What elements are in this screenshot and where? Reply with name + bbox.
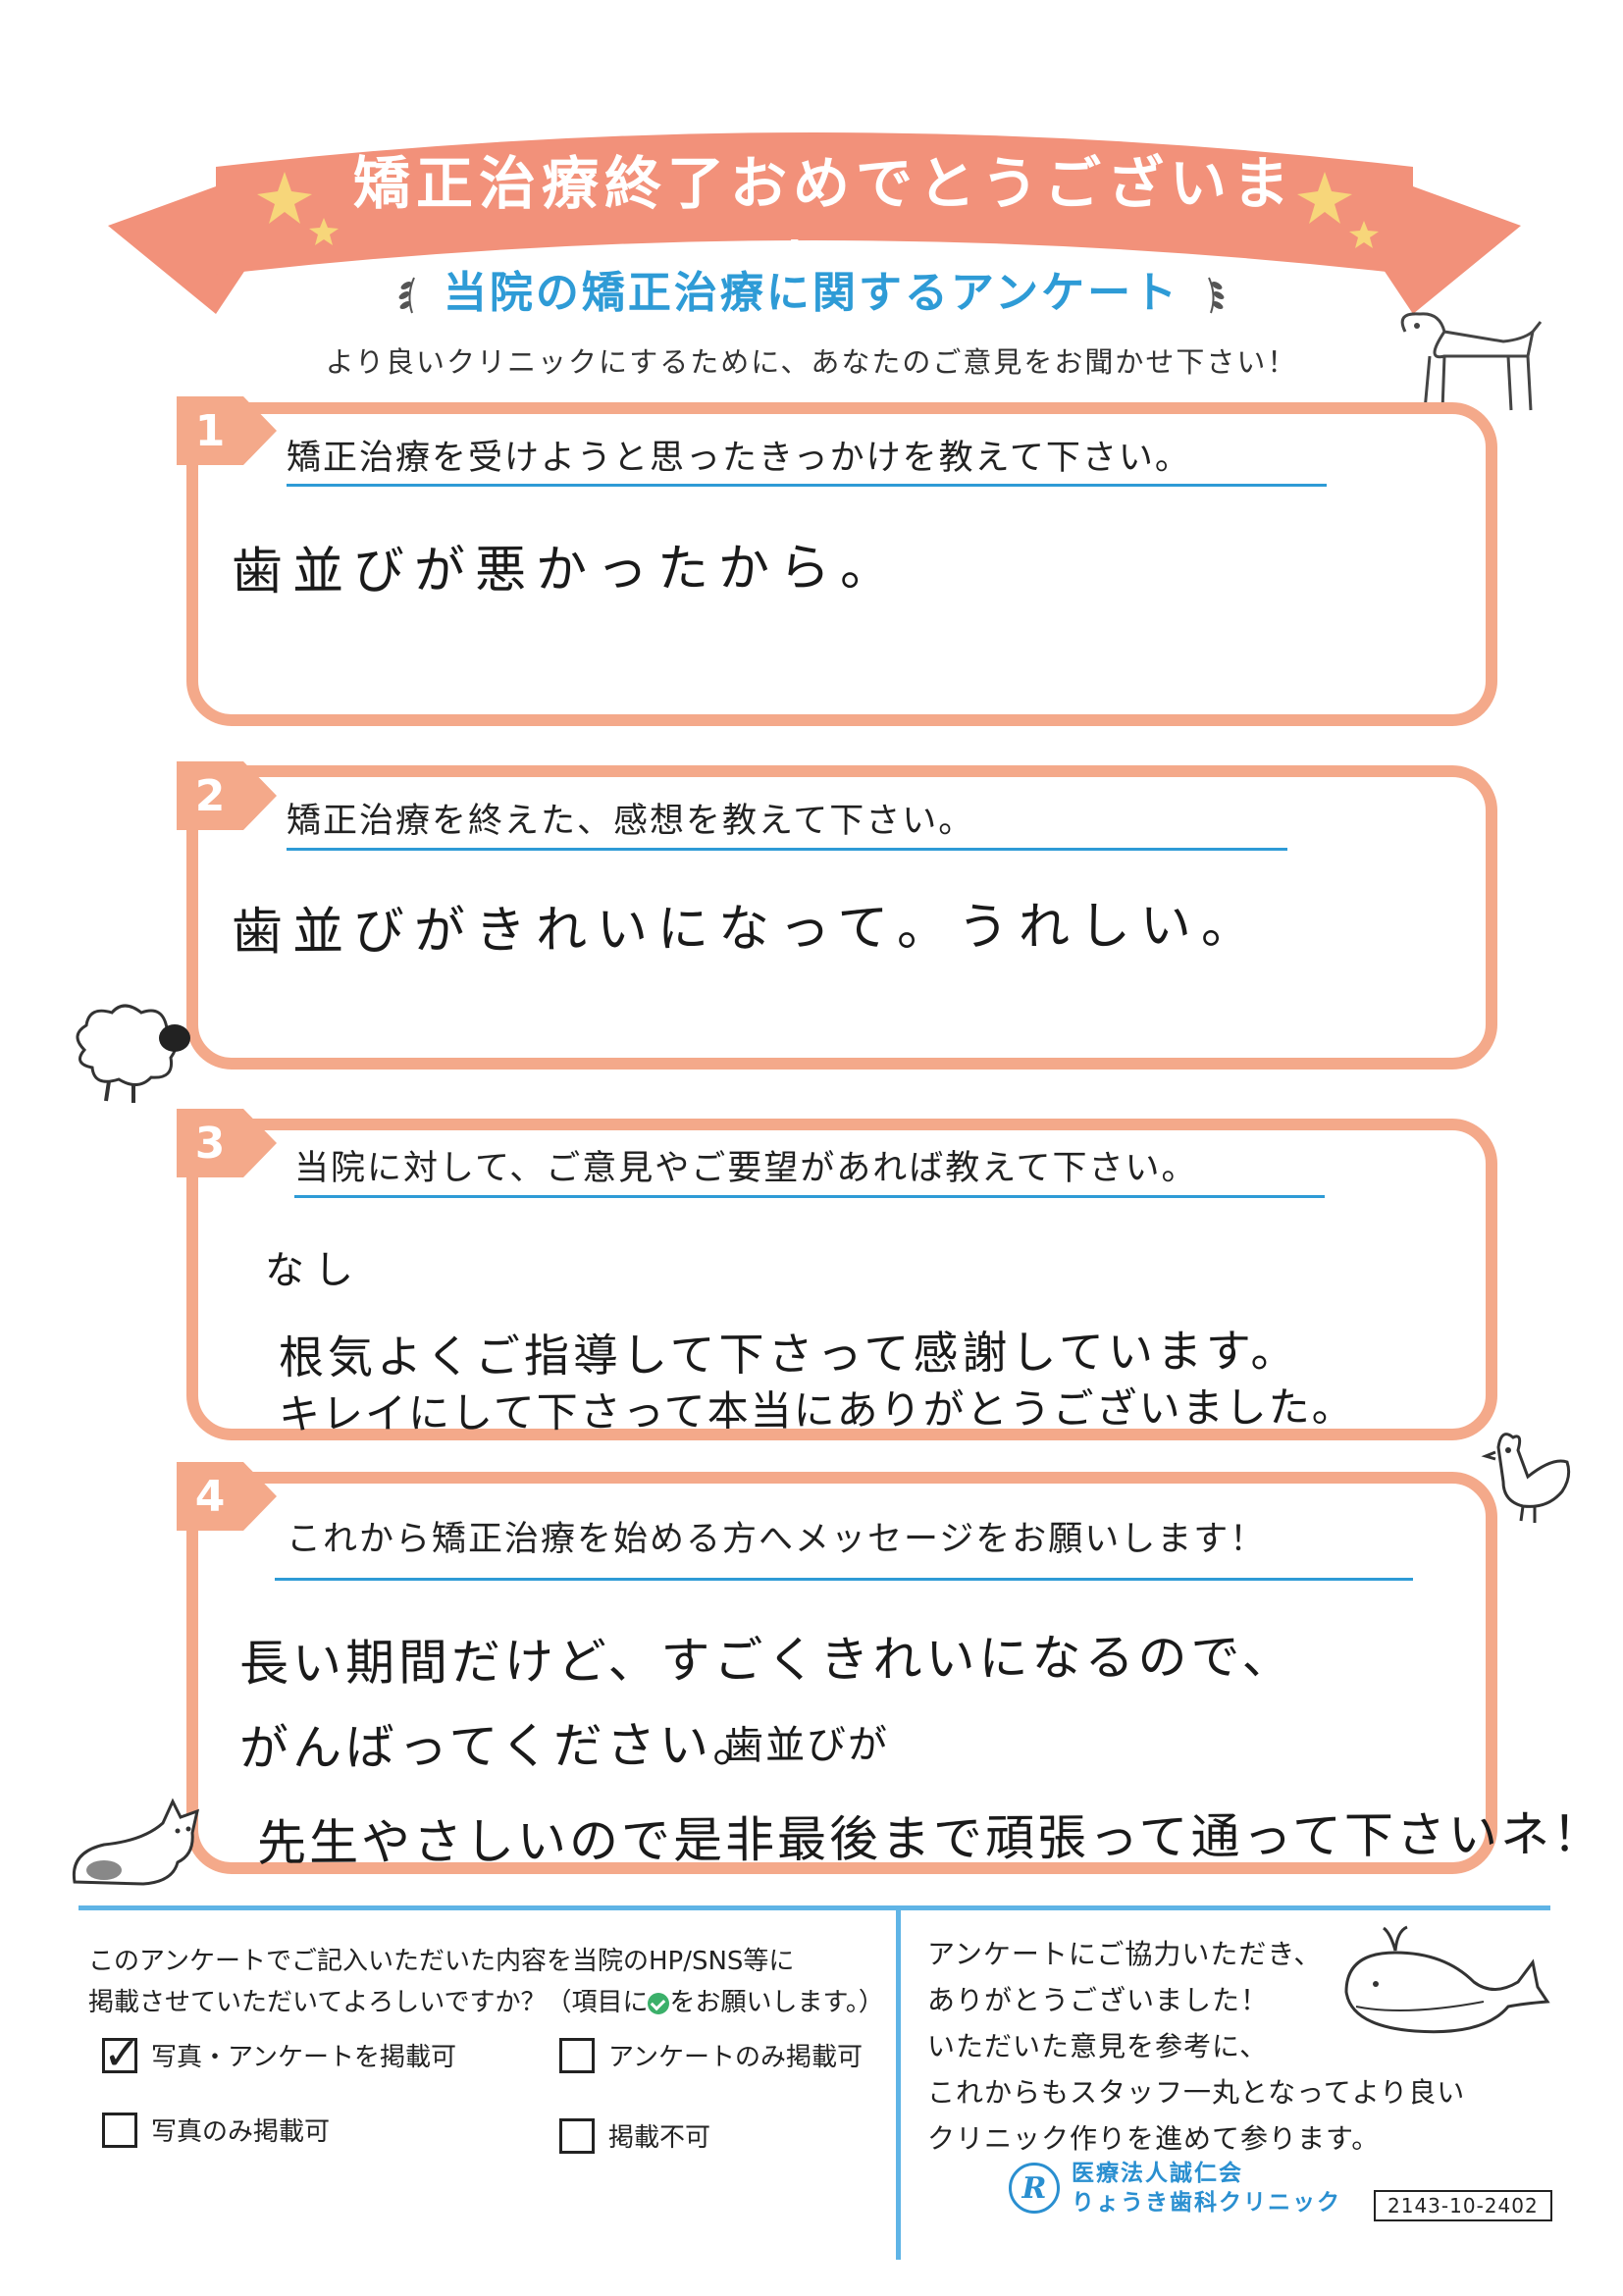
clinic-logo-icon: R xyxy=(1009,2163,1060,2214)
laurel-sprig-icon xyxy=(398,277,415,314)
question-3-answer-line3: キレイにして下さって本当にありがとうございました。 xyxy=(278,1383,1355,1438)
question-2-underline xyxy=(287,848,1287,851)
clinic-name: りょうき歯科クリニック xyxy=(1072,2189,1341,2216)
question-4-answer-insert: 歯並びが xyxy=(723,1722,890,1769)
star-icon xyxy=(1297,172,1352,224)
banner-ribbon xyxy=(108,132,1521,314)
survey-intro: より良いクリニックにするために、あなたのご意見をお聞かせ下さい！ xyxy=(325,345,1298,379)
checkbox-survey-only[interactable] xyxy=(559,2037,595,2073)
bottom-divider-horizontal xyxy=(79,1905,1550,1910)
option-photo-only[interactable]: 写真のみ掲載可 xyxy=(102,2112,330,2148)
survey-title: 当院の矯正治療に関するアンケート xyxy=(0,257,1623,320)
cat-illustration-icon xyxy=(72,1798,200,1886)
option-label: 写真・アンケートを掲載可 xyxy=(151,2043,456,2072)
checkmark-icon: ✓ xyxy=(103,2026,141,2080)
clinic-names: 医療法人誠仁会 りょうき歯科クリニック xyxy=(1072,2159,1341,2218)
question-3-text: 当院に対して、ご意見やご要望があれば教えて下さい。 xyxy=(294,1149,1198,1188)
hen-illustration-icon xyxy=(1481,1433,1571,1523)
question-3-answer-line1: なし xyxy=(264,1247,364,1294)
question-1-box xyxy=(186,402,1497,726)
question-4-answer-line1: 長い期間だけど、すごくきれいになるので、 xyxy=(238,1628,1295,1693)
thanks-line: いただいた意見を参考に、 xyxy=(927,2030,1269,2062)
checkbox-photo-only[interactable] xyxy=(102,2112,137,2148)
question-1-underline xyxy=(287,484,1327,487)
form-code: 2143-10-2402 xyxy=(1374,2190,1552,2221)
thanks-line: ありがとうございました！ xyxy=(927,1984,1270,2016)
question-1-answer: 歯並びが悪かったから。 xyxy=(231,538,902,602)
banner-title: 矯正治療終了おめでとうございます！ xyxy=(352,150,1295,299)
option-label: アンケートのみ掲載可 xyxy=(608,2043,863,2072)
clinic-corporation-name: 医療法人誠仁会 xyxy=(1072,2160,1243,2186)
question-3-box xyxy=(186,1119,1497,1440)
question-4-box xyxy=(186,1472,1497,1874)
question-4-answer-line2: がんばってください。 xyxy=(238,1716,766,1777)
thanks-line: アンケートにご協力いただき、 xyxy=(927,1938,1323,1970)
question-2-text: 矯正治療を終えた、感想を教えて下さい。 xyxy=(287,802,975,841)
star-icon xyxy=(257,172,312,224)
question-2-box xyxy=(186,765,1497,1070)
option-photo-and-survey[interactable]: ✓ 写真・アンケートを掲載可 xyxy=(102,2027,456,2080)
star-icon xyxy=(1349,221,1379,248)
star-icon xyxy=(309,218,339,245)
question-1-number: 1 xyxy=(177,396,277,465)
question-4-answer-line3: 先生やさしいので是非最後まで頑張って通って下さいネ！ xyxy=(256,1805,1605,1872)
option-label: 掲載不可 xyxy=(608,2123,711,2153)
option-no-publish[interactable]: 掲載不可 xyxy=(559,2117,710,2154)
consent-line-2: 掲載させていただいてよろしいですか？（項目にをお願いします。） xyxy=(88,1988,884,2017)
question-1-text: 矯正治療を受けようと思ったきっかけを教えて下さい。 xyxy=(287,439,1191,478)
question-3-underline xyxy=(294,1195,1325,1198)
option-survey-only[interactable]: アンケートのみ掲載可 xyxy=(559,2037,863,2073)
question-4-underline xyxy=(275,1578,1413,1581)
thanks-line: これからもスタッフ一丸となってより良い xyxy=(927,2076,1466,2109)
question-2-number: 2 xyxy=(177,761,277,830)
whale-illustration-icon xyxy=(1344,1925,1550,2034)
question-2-answer: 歯並びがきれいになって。うれしい。 xyxy=(231,896,1263,963)
question-4-number: 4 xyxy=(177,1462,277,1531)
question-4-text: これから矯正治療を始める方へメッセージをお願いします！ xyxy=(287,1520,1267,1559)
checkbox-photo-and-survey[interactable]: ✓ xyxy=(102,2027,141,2080)
bottom-divider-vertical xyxy=(896,1908,901,2260)
consent-question: このアンケートでご記入いただいた内容を当院のHP/SNS等に 掲載させていただい… xyxy=(88,1941,884,2023)
survey-title-text: 当院の矯正治療に関するアンケート xyxy=(443,268,1180,318)
thanks-line: クリニック作りを進めて参ります。 xyxy=(927,2122,1381,2155)
checkbox-no-publish[interactable] xyxy=(559,2117,595,2154)
sheep-illustration-icon xyxy=(76,1004,190,1103)
dog-illustration-icon xyxy=(1400,312,1543,411)
question-3-number: 3 xyxy=(177,1109,277,1177)
option-label: 写真のみ掲載可 xyxy=(151,2117,331,2147)
check-circle-icon xyxy=(648,1992,670,2014)
thanks-message: アンケートにご協力いただき、 ありがとうございました！ いただいた意見を参考に、… xyxy=(927,1931,1465,2162)
consent-line-1: このアンケートでご記入いただいた内容を当院のHP/SNS等に xyxy=(88,1947,795,1976)
clinic-logo-block: R 医療法人誠仁会 りょうき歯科クリニック xyxy=(1009,2159,1341,2218)
laurel-sprig-icon xyxy=(1208,277,1225,314)
